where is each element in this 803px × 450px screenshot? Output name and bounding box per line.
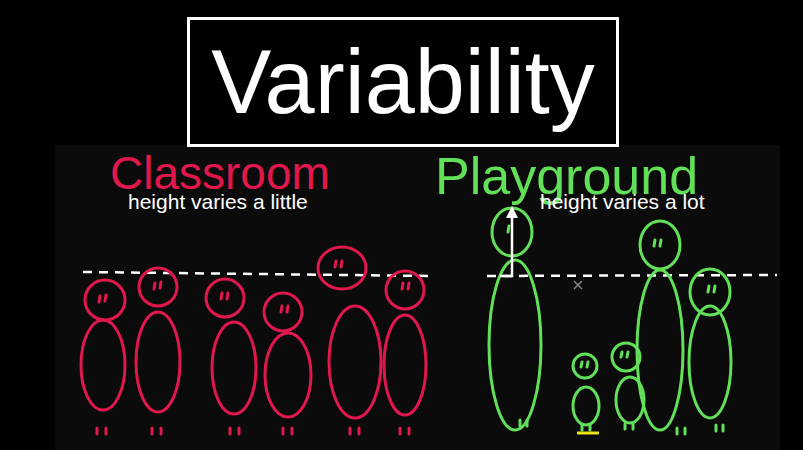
playground-people [489, 208, 731, 434]
arrow-head [506, 206, 518, 218]
highlight-mark [577, 432, 599, 435]
title-box: Variability [187, 17, 619, 147]
classroom-people [81, 247, 426, 434]
group-note: height varies a lot [540, 190, 705, 213]
average-line [83, 272, 432, 276]
group-note: height varies a little [128, 190, 308, 213]
height-arrow [500, 216, 512, 276]
mean-mark [574, 281, 582, 289]
drawing-panel [55, 145, 780, 450]
title: Variability [211, 33, 594, 132]
